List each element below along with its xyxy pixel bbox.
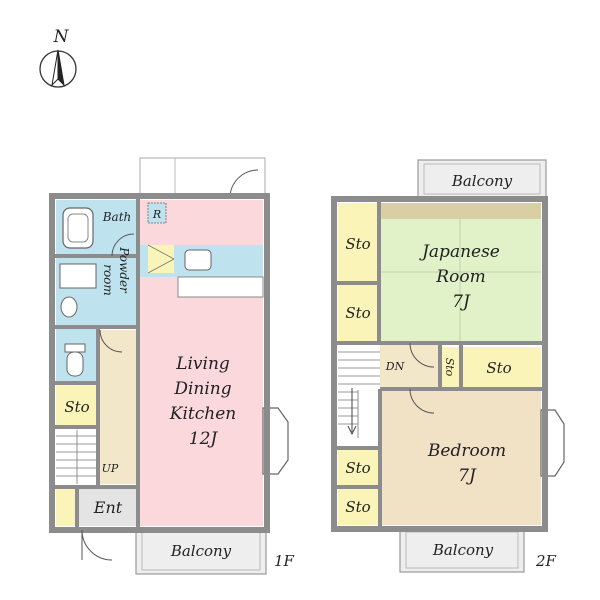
japanese-room-label-2: Room bbox=[435, 267, 485, 287]
stairs-down-label: DN bbox=[385, 360, 405, 373]
bathtub-icon bbox=[62, 207, 94, 249]
storage-2f-3-label: Sto bbox=[486, 359, 511, 377]
stair-treads-2f bbox=[338, 351, 380, 438]
balcony-2f-bottom bbox=[399, 527, 525, 573]
ldk-size-label: 12J bbox=[189, 429, 219, 449]
kitchen-sink-icon bbox=[184, 249, 212, 271]
storage-2f-1-label: Sto bbox=[345, 235, 370, 253]
washbasin-icon bbox=[60, 296, 78, 318]
door-swing-hall bbox=[409, 342, 435, 368]
bedroom bbox=[380, 391, 541, 525]
entrance-label: Ent bbox=[93, 498, 123, 517]
tatami-lines bbox=[380, 219, 541, 341]
floor-1f-label: 1F bbox=[274, 552, 295, 570]
storage-2f-4-label: Sto bbox=[345, 459, 370, 477]
storage-1f bbox=[56, 384, 98, 426]
storage-2f-small bbox=[440, 347, 460, 387]
entrance-floor bbox=[78, 488, 138, 526]
stairs-up-label: UP bbox=[102, 462, 119, 475]
balcony-2f-top-label: Balcony bbox=[451, 172, 513, 190]
refrigerator-label: R bbox=[152, 208, 161, 221]
storage-2f-5-label: Sto bbox=[345, 498, 370, 516]
storage-1f-label: Sto bbox=[64, 398, 89, 416]
kitchen-island bbox=[177, 276, 264, 298]
washing-machine-icon bbox=[59, 263, 97, 289]
door-swing-entrance bbox=[81, 529, 113, 561]
refrigerator-space bbox=[147, 202, 167, 224]
compass-label: N bbox=[53, 27, 70, 47]
door-swing-bath bbox=[111, 233, 135, 257]
balcony-1f-label: Balcony bbox=[170, 542, 232, 560]
stairs-2f bbox=[338, 345, 380, 445]
storage-2f-3 bbox=[462, 347, 541, 387]
storage-2f-5 bbox=[338, 488, 378, 525]
pantry-mark bbox=[147, 244, 175, 260]
arrow-down-icon bbox=[347, 425, 357, 436]
exterior-wall-2f bbox=[331, 196, 548, 532]
storage-2f-small-label: Sto bbox=[443, 358, 456, 377]
floor-2: Balcony Sto Sto Japanese Room 7J DN Sto … bbox=[331, 159, 565, 573]
bedroom-label: Bedroom bbox=[427, 441, 506, 461]
ldk-label-3: Kitchen bbox=[169, 404, 236, 424]
floor-1: Bath R Powder room Sto UP Ent Living Din… bbox=[49, 157, 295, 575]
interior-walls-2f bbox=[336, 201, 543, 527]
exterior-wall-1f bbox=[49, 193, 270, 533]
door-swing-bedroom bbox=[409, 388, 435, 414]
japanese-room-size-label: 7J bbox=[452, 292, 471, 312]
storage-2f-1 bbox=[338, 203, 378, 281]
bath-label: Bath bbox=[102, 210, 132, 224]
floor-2f-label: 2F bbox=[535, 552, 557, 570]
balcony-2f-top bbox=[417, 159, 547, 199]
tokonoma bbox=[380, 203, 541, 219]
hallway-1f bbox=[98, 330, 138, 484]
bedroom-size-label: 7J bbox=[458, 466, 477, 486]
balcony-2f-bottom-label: Balcony bbox=[432, 541, 494, 559]
powder-room-label-2: room bbox=[101, 264, 115, 296]
ldk-label-1: Living bbox=[175, 354, 230, 374]
stair-treads-1f bbox=[56, 430, 98, 484]
porch-outline bbox=[139, 157, 266, 199]
japanese-room-label-1: Japanese bbox=[419, 242, 500, 262]
pantry bbox=[148, 245, 174, 273]
balcony-1f bbox=[135, 527, 267, 575]
storage-2f-2 bbox=[338, 285, 378, 341]
compass: N bbox=[39, 27, 77, 88]
storage-2f-4 bbox=[338, 450, 378, 486]
shoe-storage bbox=[56, 488, 76, 526]
ldk-label-2: Dining bbox=[173, 379, 231, 399]
door-swing-toilet bbox=[99, 329, 123, 353]
storage-2f-2-label: Sto bbox=[345, 304, 370, 322]
powder-room-label-1: Powder bbox=[117, 246, 131, 294]
hallway-2f bbox=[380, 345, 440, 391]
north-arrow-icon bbox=[57, 49, 65, 87]
toilet-icon bbox=[66, 351, 84, 377]
interior-walls-1f bbox=[54, 198, 140, 528]
